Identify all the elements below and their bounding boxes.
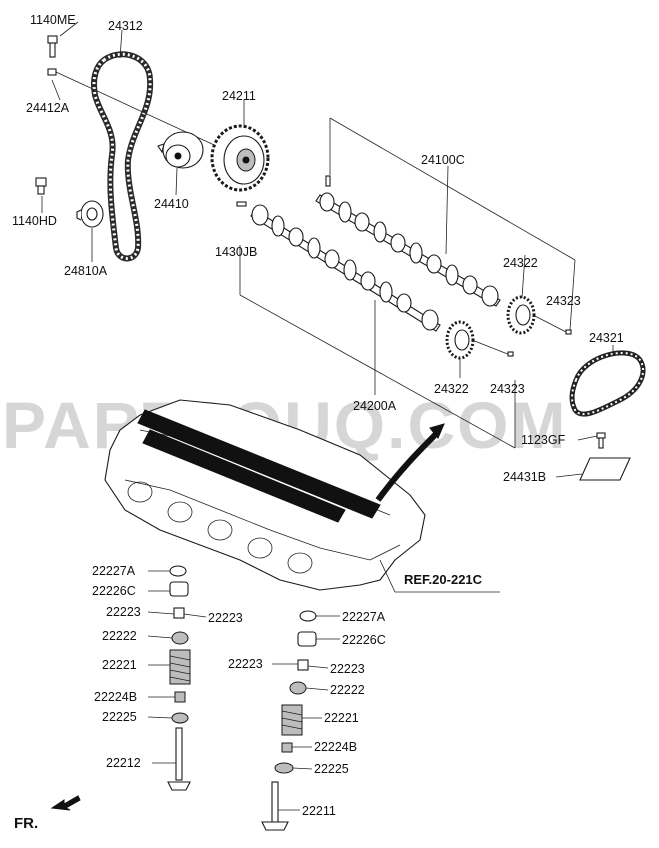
pin-24323-lower[interactable] — [507, 351, 514, 357]
retainer-22226c-left[interactable] — [169, 581, 189, 597]
label-ref-20-221c[interactable]: REF.20-221C — [404, 572, 483, 587]
label-24200a[interactable]: 24200A — [353, 399, 397, 413]
dowel-pin-upper[interactable] — [325, 175, 331, 187]
label-1430jb[interactable]: 1430JB — [215, 245, 257, 259]
valve-22212[interactable] — [167, 727, 191, 791]
label-24810a[interactable]: 24810A — [64, 264, 108, 278]
seal-22227a-left[interactable] — [169, 565, 187, 577]
label-22221-right[interactable]: 22221 — [324, 711, 359, 725]
label-22212[interactable]: 22212 — [106, 756, 141, 770]
timing-chain-24321[interactable] — [569, 350, 646, 417]
label-22223-left-2[interactable]: 22223 — [208, 611, 243, 625]
label-24312[interactable]: 24312 — [108, 19, 143, 33]
label-22226c-right[interactable]: 22226C — [342, 633, 386, 647]
front-direction-arrow — [50, 795, 81, 811]
cam-gear-24322-upper[interactable] — [506, 295, 536, 335]
cam-sprocket-24211[interactable] — [210, 124, 270, 192]
washer-22225-left[interactable] — [171, 712, 189, 724]
retainer-22222-right[interactable] — [289, 681, 307, 695]
valve-stack-left — [147, 565, 207, 791]
label-24321[interactable]: 24321 — [589, 331, 624, 345]
cylinder-head[interactable] — [104, 399, 445, 591]
cotter-22223-left[interactable] — [173, 607, 185, 619]
spring-22221-left[interactable] — [169, 649, 191, 685]
gasket-24431b[interactable] — [579, 457, 631, 481]
spring-22221-right[interactable] — [281, 704, 303, 736]
valve-stack-right — [261, 610, 340, 831]
label-front: FR. — [14, 815, 38, 832]
pin-24323-upper[interactable] — [565, 329, 572, 335]
label-22224b-left[interactable]: 22224B — [94, 690, 137, 704]
label-24323-upper[interactable]: 24323 — [546, 294, 581, 308]
label-1140me[interactable]: 1140ME — [30, 13, 76, 27]
camshaft-24200a[interactable] — [250, 204, 441, 332]
label-22225-left[interactable]: 22225 — [102, 710, 137, 724]
camshaft-24100c[interactable] — [315, 192, 501, 307]
timing-belt[interactable] — [91, 51, 154, 262]
label-24211[interactable]: 24211 — [222, 89, 256, 103]
tensioner-24410[interactable] — [157, 131, 204, 169]
label-22222-left[interactable]: 22222 — [102, 629, 137, 643]
label-22224b-right[interactable]: 22224B — [314, 740, 357, 754]
label-24322-upper[interactable]: 24322 — [503, 256, 538, 270]
label-1140hd[interactable]: 1140HD — [12, 214, 57, 228]
label-1123gf[interactable]: 1123GF — [521, 433, 566, 447]
label-24100c[interactable]: 24100C — [421, 153, 465, 167]
label-22225-right[interactable]: 22225 — [314, 762, 349, 776]
cam-gear-24322-lower[interactable] — [445, 320, 475, 360]
label-22211[interactable]: 22211 — [302, 804, 336, 818]
dowel-pin-1430jb[interactable] — [236, 201, 247, 207]
label-24323-lower[interactable]: 24323 — [490, 382, 525, 396]
idler-pulley-24810a[interactable] — [76, 200, 104, 228]
seal-22224b-right[interactable] — [281, 742, 293, 753]
label-22223-right-1[interactable]: 22223 — [228, 657, 263, 671]
label-24412a[interactable]: 24412A — [26, 101, 70, 115]
retainer-22222-left[interactable] — [171, 631, 189, 645]
label-22221-left[interactable]: 22221 — [102, 658, 137, 672]
label-22227a-left[interactable]: 22227A — [92, 564, 136, 578]
label-24322-lower[interactable]: 24322 — [434, 382, 469, 396]
label-22227a-right[interactable]: 22227A — [342, 610, 386, 624]
bolt-1140me[interactable] — [47, 35, 58, 58]
bolt-1140hd[interactable] — [35, 177, 47, 195]
retainer-22226c-right[interactable] — [297, 631, 317, 647]
label-22226c-left[interactable]: 22226C — [92, 584, 136, 598]
seal-22224b-left[interactable] — [174, 691, 186, 703]
cotter-22223-right[interactable] — [297, 659, 309, 671]
bolt-1123gf[interactable] — [596, 432, 606, 449]
label-24410[interactable]: 24410 — [154, 197, 189, 211]
part-labels: 1140ME 24312 24412A 24211 24410 1140HD 2… — [12, 13, 624, 832]
valve-22211[interactable] — [261, 781, 289, 831]
label-22223-right-2[interactable]: 22223 — [330, 662, 365, 676]
label-22223-left-1[interactable]: 22223 — [106, 605, 141, 619]
washer-22225-right[interactable] — [274, 762, 294, 774]
label-24431b[interactable]: 24431B — [503, 470, 546, 484]
label-22222-right[interactable]: 22222 — [330, 683, 365, 697]
seal-22227a-right[interactable] — [299, 610, 317, 622]
